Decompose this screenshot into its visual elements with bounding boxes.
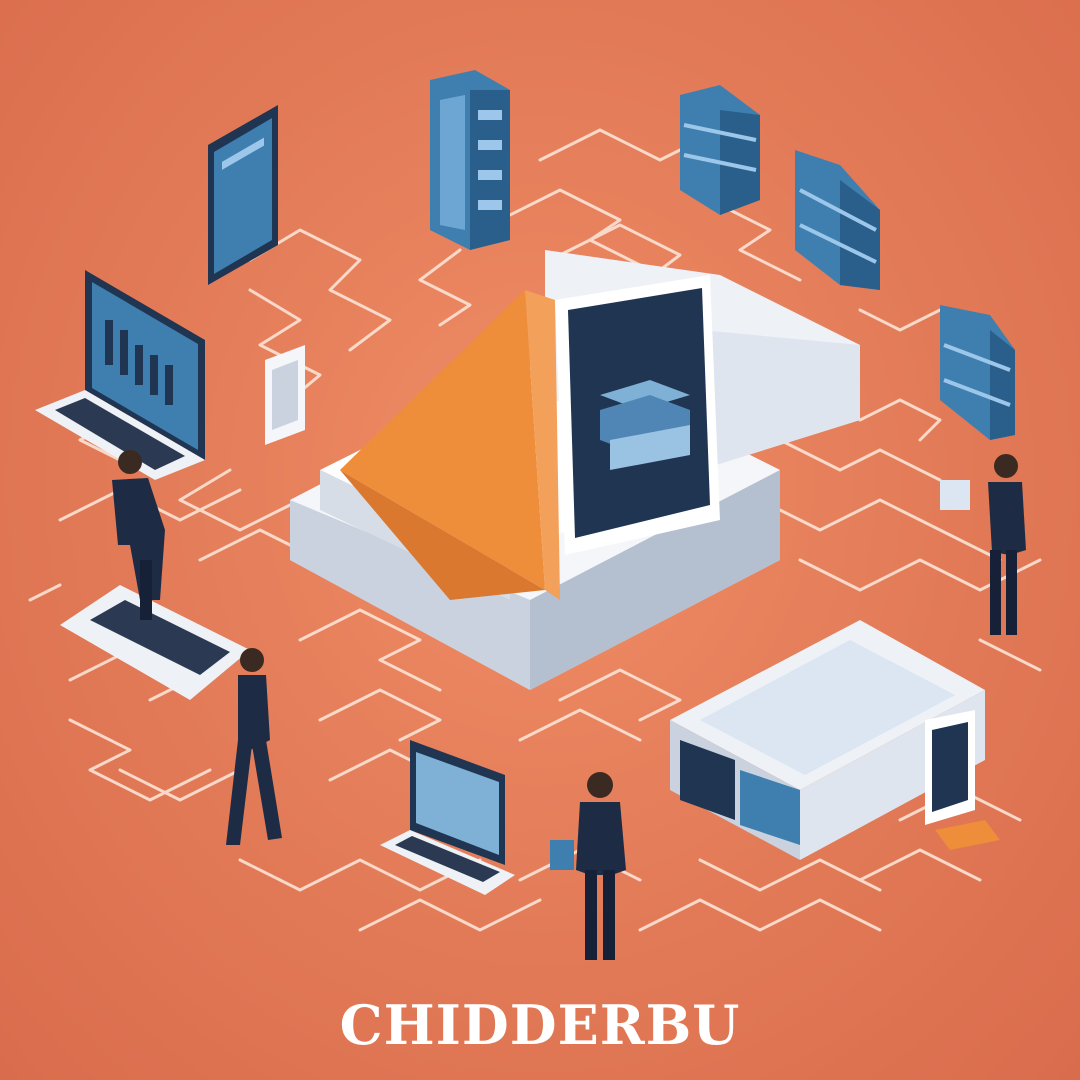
central-hub-icon [290,250,860,690]
brand-wordmark: CHIDDERBU [339,993,741,1057]
person-icon [940,454,1026,635]
monitor-icon [208,105,278,285]
stacked-storage-icon [795,150,880,290]
server-rack-icon [430,70,510,250]
person-icon [550,772,626,960]
document-panel-icon [265,345,305,445]
laptop-icon [35,270,205,480]
laptop-icon [60,585,250,700]
stacked-storage-icon [680,85,760,215]
document-panel-icon [670,620,1000,860]
person-icon [112,450,165,620]
stacked-storage-icon [940,305,1015,440]
laptop-icon [380,740,515,895]
person-icon [226,648,282,845]
